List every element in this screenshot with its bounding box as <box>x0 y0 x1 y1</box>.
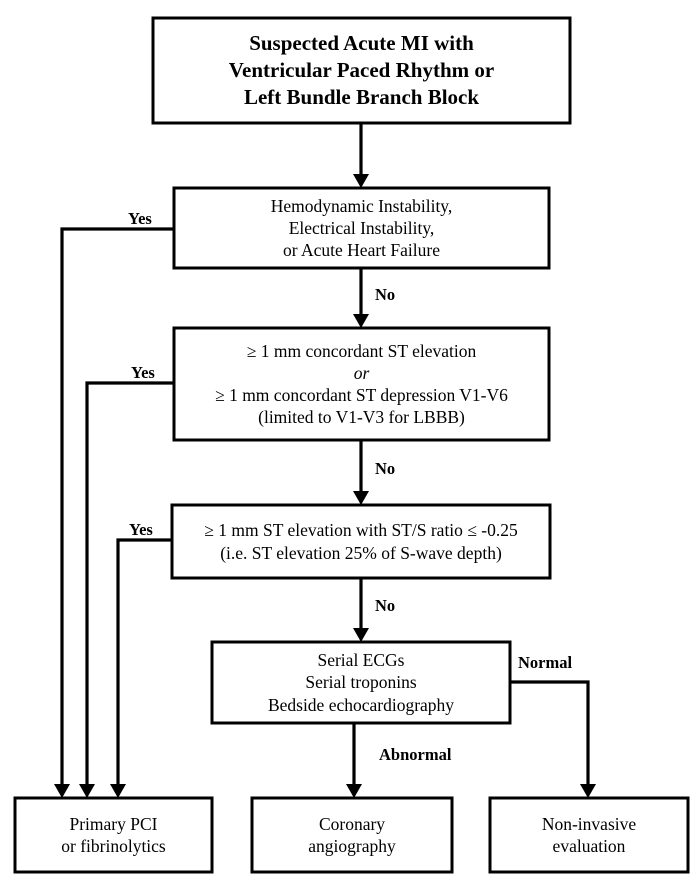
serial-workup-line-3: Bedside echocardiography <box>267 694 455 715</box>
edge-normal-to-non-invasive <box>510 680 590 786</box>
node-box-primary-pci <box>13 796 214 874</box>
node-label-title: Suspected Acute MI with Ventricular Pace… <box>153 18 570 123</box>
node-label-st-s-ratio: ≥ 1 mm ST elevation with ST/S ratio ≤ -0… <box>172 505 550 578</box>
arrowhead-serial-workup-to-coronary <box>346 784 362 798</box>
arrowhead-st-s-ratio-to-serial-workup <box>353 628 369 642</box>
title-line-3: Left Bundle Branch Block <box>243 85 480 110</box>
edge-yes-concordant-to-pci <box>85 381 174 786</box>
node-box-concordant <box>172 326 551 442</box>
node-box-coronary-angiography <box>250 796 454 874</box>
node-label-non-invasive: Non-invasive evaluation <box>490 798 688 872</box>
node-box-serial-workup <box>210 640 512 725</box>
node-label-hemodynamic: Hemodynamic Instability, Electrical Inst… <box>174 188 549 268</box>
concordant-line-4: (limited to V1-V3 for LBBB) <box>258 407 465 428</box>
edge-yes-hemodynamic-to-pci <box>60 227 174 786</box>
arrowhead-yes-hemodynamic-to-pci <box>54 784 70 798</box>
edge-yes-st-s-ratio-to-pci <box>116 538 172 786</box>
non-invasive-line-2: evaluation <box>552 836 626 856</box>
concordant-line-2-or: or <box>353 362 370 383</box>
node-label-concordant: ≥ 1 mm concordant ST elevation or ≥ 1 mm… <box>174 328 549 440</box>
node-box-non-invasive <box>488 796 690 874</box>
edge-label-abnormal: Abnormal <box>379 745 452 764</box>
edge-label-no-hemodynamic: No <box>375 285 396 304</box>
title-line-1: Suspected Acute MI with <box>249 30 474 55</box>
serial-workup-line-2: Serial troponins <box>305 672 417 693</box>
hemodynamic-line-2: Electrical Instability, <box>288 217 435 238</box>
edge-label-no-st-s-ratio: No <box>375 596 396 615</box>
edge-label-no-concordant: No <box>375 459 396 478</box>
edge-label-yes-st-s-ratio: Yes <box>129 520 153 539</box>
primary-pci-line-1: Primary PCI <box>69 813 158 834</box>
edge-label-normal: Normal <box>518 653 573 672</box>
title-line-2: Ventricular Paced Rhythm or <box>228 57 495 82</box>
node-box-title <box>151 16 572 125</box>
hemodynamic-line-1: Hemodynamic Instability, <box>270 195 453 216</box>
arrowhead-concordant-to-st-s-ratio <box>353 491 369 505</box>
arrowhead-normal-to-non-invasive <box>580 784 596 798</box>
node-label-coronary-angiography: Coronary angiography <box>252 798 452 872</box>
node-box-hemodynamic <box>172 186 551 270</box>
st-s-ratio-line-1: ≥ 1 mm ST elevation with ST/S ratio ≤ -0… <box>204 520 518 541</box>
concordant-line-1: ≥ 1 mm concordant ST elevation <box>246 340 477 361</box>
node-box-st-s-ratio <box>170 503 552 580</box>
coronary-line-2: angiography <box>308 836 396 856</box>
arrowhead-title-to-hemodynamic <box>353 174 369 188</box>
st-s-ratio-line-2: (i.e. ST elevation 25% of S-wave depth) <box>220 542 502 563</box>
primary-pci-line-2: or fibrinolytics <box>61 836 166 856</box>
edge-label-yes-hemodynamic: Yes <box>128 209 152 228</box>
hemodynamic-line-3: or Acute Heart Failure <box>283 240 440 261</box>
serial-workup-line-1: Serial ECGs <box>317 650 405 671</box>
arrowhead-hemodynamic-to-concordant <box>353 314 369 328</box>
arrowhead-yes-concordant-to-pci <box>79 784 95 798</box>
concordant-line-3: ≥ 1 mm concordant ST depression V1-V6 <box>215 385 508 405</box>
edge-label-yes-concordant: Yes <box>131 363 155 382</box>
non-invasive-line-1: Non-invasive <box>541 813 637 834</box>
coronary-line-1: Coronary <box>318 813 386 834</box>
node-label-primary-pci: Primary PCI or fibrinolytics <box>15 798 212 872</box>
arrowhead-yes-st-s-ratio-to-pci <box>110 784 126 798</box>
node-label-serial-workup: Serial ECGs Serial troponins Bedside ech… <box>212 642 510 723</box>
